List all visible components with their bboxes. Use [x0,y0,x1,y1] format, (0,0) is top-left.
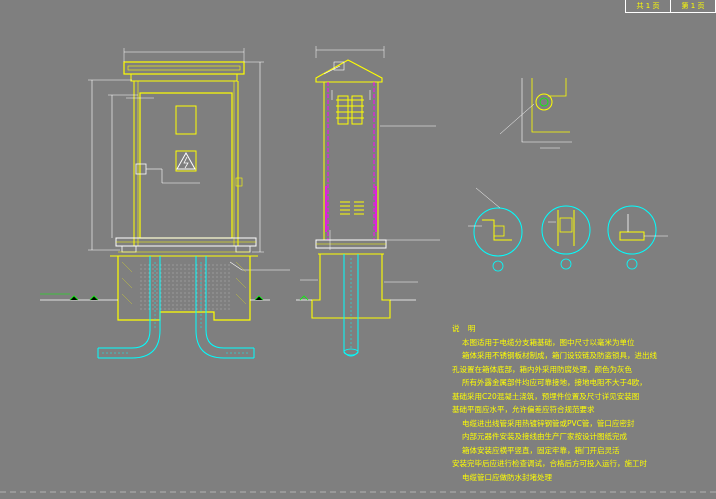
detail-circle-1 [468,187,523,272]
title-block-cell-total: 共 1 页 [626,0,671,12]
warning-sign-frame [175,150,197,172]
notes-line: 内部元器件安装及接线由生产厂家按设计图纸完成 [462,432,627,441]
terminal-blocks [340,201,364,215]
side-roof [315,59,383,83]
notes-line: 基础采用C20混凝土浇筑，预埋件位置及尺寸详见安装图 [452,391,640,401]
base-foot-left [121,245,137,253]
cabinet-cap [130,73,238,82]
side-view-cabinet [315,46,440,249]
detail-circle-2 [541,205,591,270]
notes-line: 电缆管口应做防水封堵处理 [462,472,552,482]
cable-pipe-left [98,256,151,349]
cabinet-nameplate [175,105,197,135]
cabinet-door [139,92,233,239]
notes-line: 本图适用于电缆分支箱基础，图中尺寸以毫米为单位 [462,337,635,347]
notes-line: 箱体安装应横平竖直，固定牢靠，箱门开启灵活 [462,445,620,455]
door-handle [135,163,147,175]
detail-hinge [499,78,572,149]
side-cable-pipe [343,254,359,357]
cable-pipe-right [205,256,254,349]
notes-line: 所有外露金属部件均应可靠接地，接地电阻不大于4欧， [462,378,647,387]
detail-circle-3 [607,205,668,270]
notes-line: 电缆进出线管采用热镀锌钢管或PVC管，管口应密封 [462,418,635,428]
cabinet-roof-inner [127,65,241,71]
notes-line: 箱体采用不锈钢板材制成，箱门设铰链及防盗锁具，进出线 [462,351,657,360]
front-view-foundation [40,251,270,359]
notes-line: 基础平面应水平，允许偏差应符合规范要求 [452,405,595,414]
notes-line: 安装完毕后应进行检查调试，合格后方可投入运行，施工时 [452,459,647,468]
cabinet-roof [123,61,245,75]
notes-section: 说 明 本图适用于电缆分支箱基础，图中尺寸以毫米为单位 箱体采用不锈钢板材制成，… [452,322,692,484]
notes-line: 孔设置在箱体底部，箱内外采用防腐处理，颜色为灰色 [452,364,632,374]
base-foot-right [235,245,251,253]
side-view-foundation [296,230,418,357]
title-block: 共 1 页 第 1 页 [625,0,716,13]
notes-title: 说 明 [452,324,479,333]
front-view-cabinet [88,48,290,271]
title-block-cell-page: 第 1 页 [671,0,716,12]
busbar-coils [336,95,364,125]
high-voltage-warning-icon [176,151,196,170]
